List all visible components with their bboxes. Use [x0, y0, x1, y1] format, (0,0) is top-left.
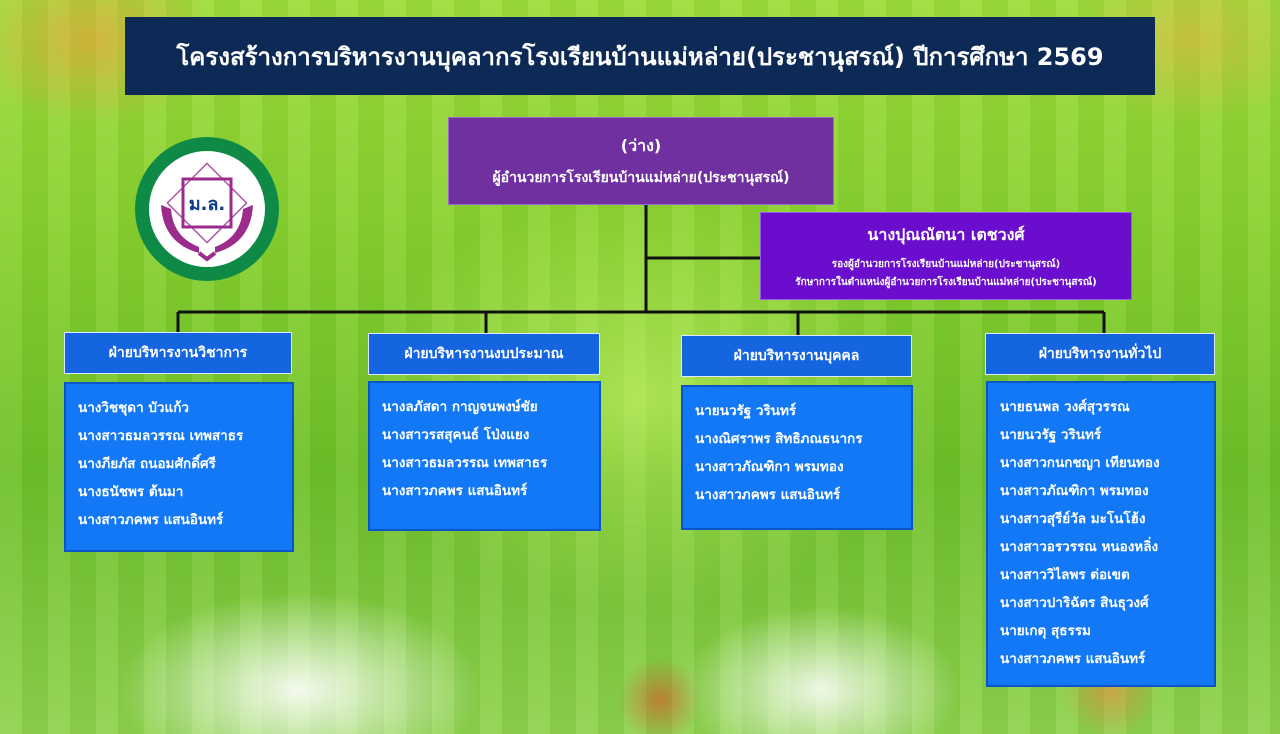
dept-budget-header: ฝ่ายบริหารงานงบประมาณ — [368, 333, 600, 375]
dept-academic-header: ฝ่ายบริหารงานวิชาการ — [64, 332, 292, 374]
dept-academic-name: ฝ่ายบริหารงานวิชาการ — [108, 345, 248, 361]
list-item: นางสาวกนกชญา เทียนทอง — [1000, 455, 1160, 471]
list-item: นางสาวสุรีย์วัล มะโนโฮ้ง — [1000, 511, 1146, 527]
list-item: นางสาวภคพร แสนอินทร์ — [78, 512, 224, 528]
list-item: นางธนัชพร ต้นมา — [78, 484, 184, 500]
deputy-title-line2: รักษาการในตำแหน่งผู้อำนวยการโรงเรียนบ้าน… — [795, 276, 1097, 288]
logo-frame — [181, 177, 233, 229]
list-item: นางณิศราพร สิทธิภณธนากร — [695, 431, 863, 447]
dept-personnel-members: นายนวรัฐ วรินทร์ นางณิศราพร สิทธิภณธนากร… — [681, 385, 913, 530]
list-item: นางสาวภคพร แสนอินทร์ — [695, 487, 841, 503]
deputy-title-line1: รองผู้อำนวยการโรงเรียนบ้านแม่หล่าย(ประชา… — [831, 258, 1061, 270]
dept-general-name: ฝ่ายบริหารงานทั่วไป — [1038, 346, 1162, 362]
list-item: นางสาวปาริฉัตร สินธุวงศ์ — [1000, 595, 1149, 611]
list-item: นางสาวภัณฑิกา พรมทอง — [695, 459, 844, 475]
dept-personnel-header: ฝ่ายบริหารงานบุคคล — [681, 335, 912, 377]
deputy-box: นางปุณณัตนา เตชวงศ์ รองผู้อำนวยการโรงเรี… — [760, 212, 1132, 300]
list-item: นางสาวภคพร แสนอินทร์ — [382, 483, 528, 499]
list-item: นางสาวภัณฑิกา พรมทอง — [1000, 483, 1149, 499]
director-name: (ว่าง) — [620, 135, 662, 155]
list-item: นายนวรัฐ วรินทร์ — [1000, 427, 1102, 443]
list-item: นางภียภัส ถนอมศักดิ์ศรี — [78, 456, 216, 472]
dept-general-header: ฝ่ายบริหารงานทั่วไป — [985, 333, 1215, 375]
director-box: (ว่าง) ผู้อำนวยการโรงเรียนบ้านแม่หล่าย(ป… — [448, 117, 834, 205]
list-item: นางสาวอรวรรณ หนองหลิ่ง — [1000, 539, 1159, 555]
list-item: นางลภัสดา กาญจนพงษ์ชัย — [382, 399, 538, 415]
left-hand-icon — [161, 205, 199, 253]
list-item: นางวิชชุดา บัวแก้ว — [78, 400, 189, 416]
right-hand-icon — [215, 205, 253, 253]
director-title: ผู้อำนวยการโรงเรียนบ้านแม่หล่าย(ประชานุส… — [492, 169, 790, 186]
dept-budget-members: นางลภัสดา กาญจนพงษ์ชัย นางสาวรสสุคนธ์ โป… — [368, 381, 601, 531]
logo-initials: ม.ล. — [189, 194, 226, 215]
list-item: นายนวรัฐ วรินทร์ — [695, 403, 797, 419]
page-title: โครงสร้างการบริหารงานบุคลากรโรงเรียนบ้าน… — [176, 42, 1104, 71]
deputy-name: นางปุณณัตนา เตชวงศ์ — [867, 224, 1025, 244]
dept-general-members: นายธนพล วงศ์สุวรรณ นายนวรัฐ วรินทร์ นางส… — [986, 381, 1216, 687]
dept-personnel-name: ฝ่ายบริหารงานบุคคล — [733, 348, 860, 364]
list-item: นายธนพล วงศ์สุวรรณ — [1000, 399, 1130, 415]
list-item: นางสาวภคพร แสนอินทร์ — [1000, 651, 1146, 667]
list-item: นางสาวธมลวรรณ เทพสาธร — [382, 455, 548, 471]
title-bar: โครงสร้างการบริหารงานบุคลากรโรงเรียนบ้าน… — [125, 17, 1155, 95]
list-item: นายเกตุ สุธรรม — [1000, 623, 1091, 639]
school-logo: โรงเรียนบ้านแม่หล่าย (ประชานุสรณ์) ตำบลแ… — [135, 137, 279, 281]
dept-academic-members: นางวิชชุดา บัวแก้ว นางสาวธมลวรรณ เทพสาธร… — [64, 382, 294, 552]
list-item: นางสาวธมลวรรณ เทพสาธร — [78, 428, 244, 444]
list-item: นางสาววิไลพร ต่อเขต — [1000, 567, 1130, 583]
dept-budget-name: ฝ่ายบริหารงานงบประมาณ — [404, 346, 564, 362]
list-item: นางสาวรสสุคนธ์ โป่งแยง — [382, 427, 530, 443]
